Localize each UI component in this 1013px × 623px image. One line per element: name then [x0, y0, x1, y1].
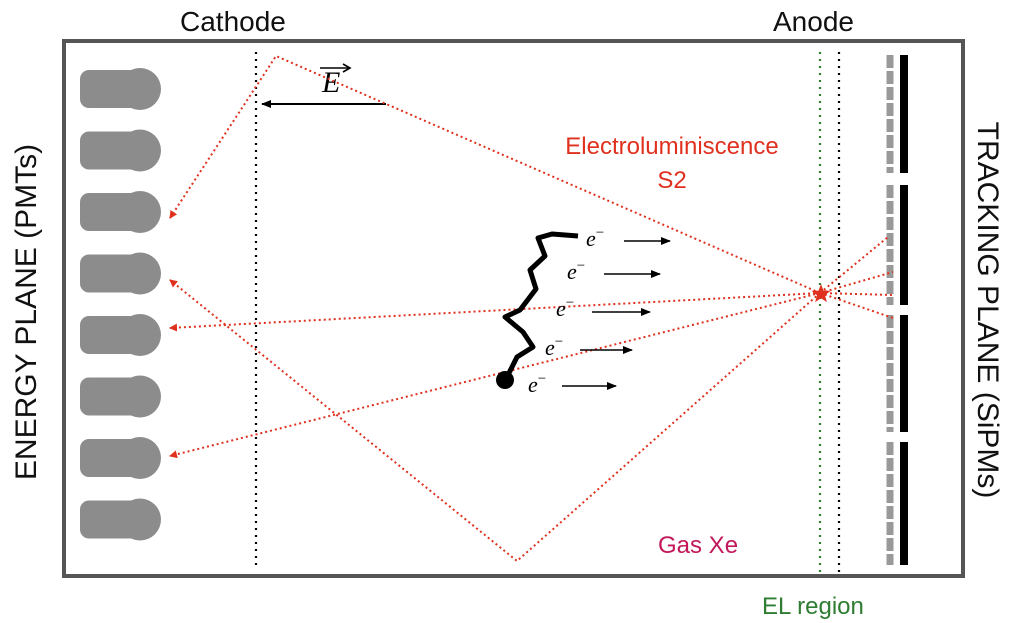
tracking-board	[900, 55, 908, 173]
electroluminescence-label: Electroluminiscence	[565, 133, 778, 160]
pmt	[80, 375, 161, 418]
pmt	[80, 498, 161, 541]
svg-text:e−: e−	[586, 225, 604, 251]
tracking-board	[900, 185, 908, 305]
energy-plane-label: ENERGY PLANE (PMTs)	[10, 144, 43, 480]
ionization-track	[502, 231, 579, 383]
electron-charge: −	[596, 225, 604, 241]
anode-label: Anode	[773, 6, 854, 37]
svg-text:e−: e−	[528, 371, 546, 397]
tracking-board	[900, 442, 908, 565]
svg-text:e−: e−	[545, 334, 563, 360]
electron-symbol: e	[556, 296, 566, 321]
light-ray-direct-low	[169, 292, 821, 459]
pmt	[80, 129, 161, 172]
interaction-point	[496, 371, 514, 389]
gas-label: Gas Xe	[658, 532, 738, 559]
cathode-label: Cathode	[180, 6, 286, 37]
light-ray-to-sipm-3	[819, 292, 894, 296]
light-ray-direct-mid	[169, 292, 821, 332]
light-ray-to-sipm-2	[819, 271, 894, 294]
tracking-plane-label: TRACKING PLANE (SiPMs)	[971, 122, 1004, 499]
light-ray-reflected-top	[169, 54, 821, 294]
svg-text:e−: e−	[556, 295, 574, 321]
electron: e−	[586, 225, 671, 251]
pmt	[80, 68, 161, 110]
electron-charge: −	[538, 371, 546, 387]
electron-symbol: e	[545, 335, 555, 360]
pmt	[80, 314, 161, 356]
electron: e−	[528, 371, 617, 397]
electron: e−	[545, 334, 633, 360]
tracking-plane	[886, 55, 908, 565]
electron-symbol: e	[528, 372, 538, 397]
field-label: E	[321, 66, 340, 99]
pmt-array	[80, 68, 161, 541]
light-ray-reflected-bottom	[169, 279, 821, 563]
electron-charge: −	[555, 334, 563, 350]
svg-text:e−: e−	[567, 258, 585, 284]
electron: e−	[556, 295, 651, 321]
electron-symbol: e	[586, 226, 596, 251]
el-region-label: EL region	[762, 593, 864, 620]
field-vector-arrow	[320, 63, 352, 73]
pmt	[80, 437, 161, 479]
electron-symbol: e	[567, 259, 577, 284]
s2-label: S2	[657, 167, 686, 194]
tracking-board	[900, 315, 908, 432]
detector-frame	[62, 39, 965, 578]
electron-charge: −	[577, 258, 585, 274]
light-ray-to-sipm-4	[819, 292, 894, 319]
light-ray-to-sipm-1	[819, 236, 889, 294]
light-rays	[169, 54, 894, 563]
pmt	[80, 191, 161, 233]
pmt	[80, 252, 161, 295]
electron-drift-group: e− e− e− e− e−	[528, 225, 671, 397]
electron-charge: −	[566, 295, 574, 311]
emission-star-icon	[811, 284, 831, 303]
electron: e−	[567, 258, 661, 284]
